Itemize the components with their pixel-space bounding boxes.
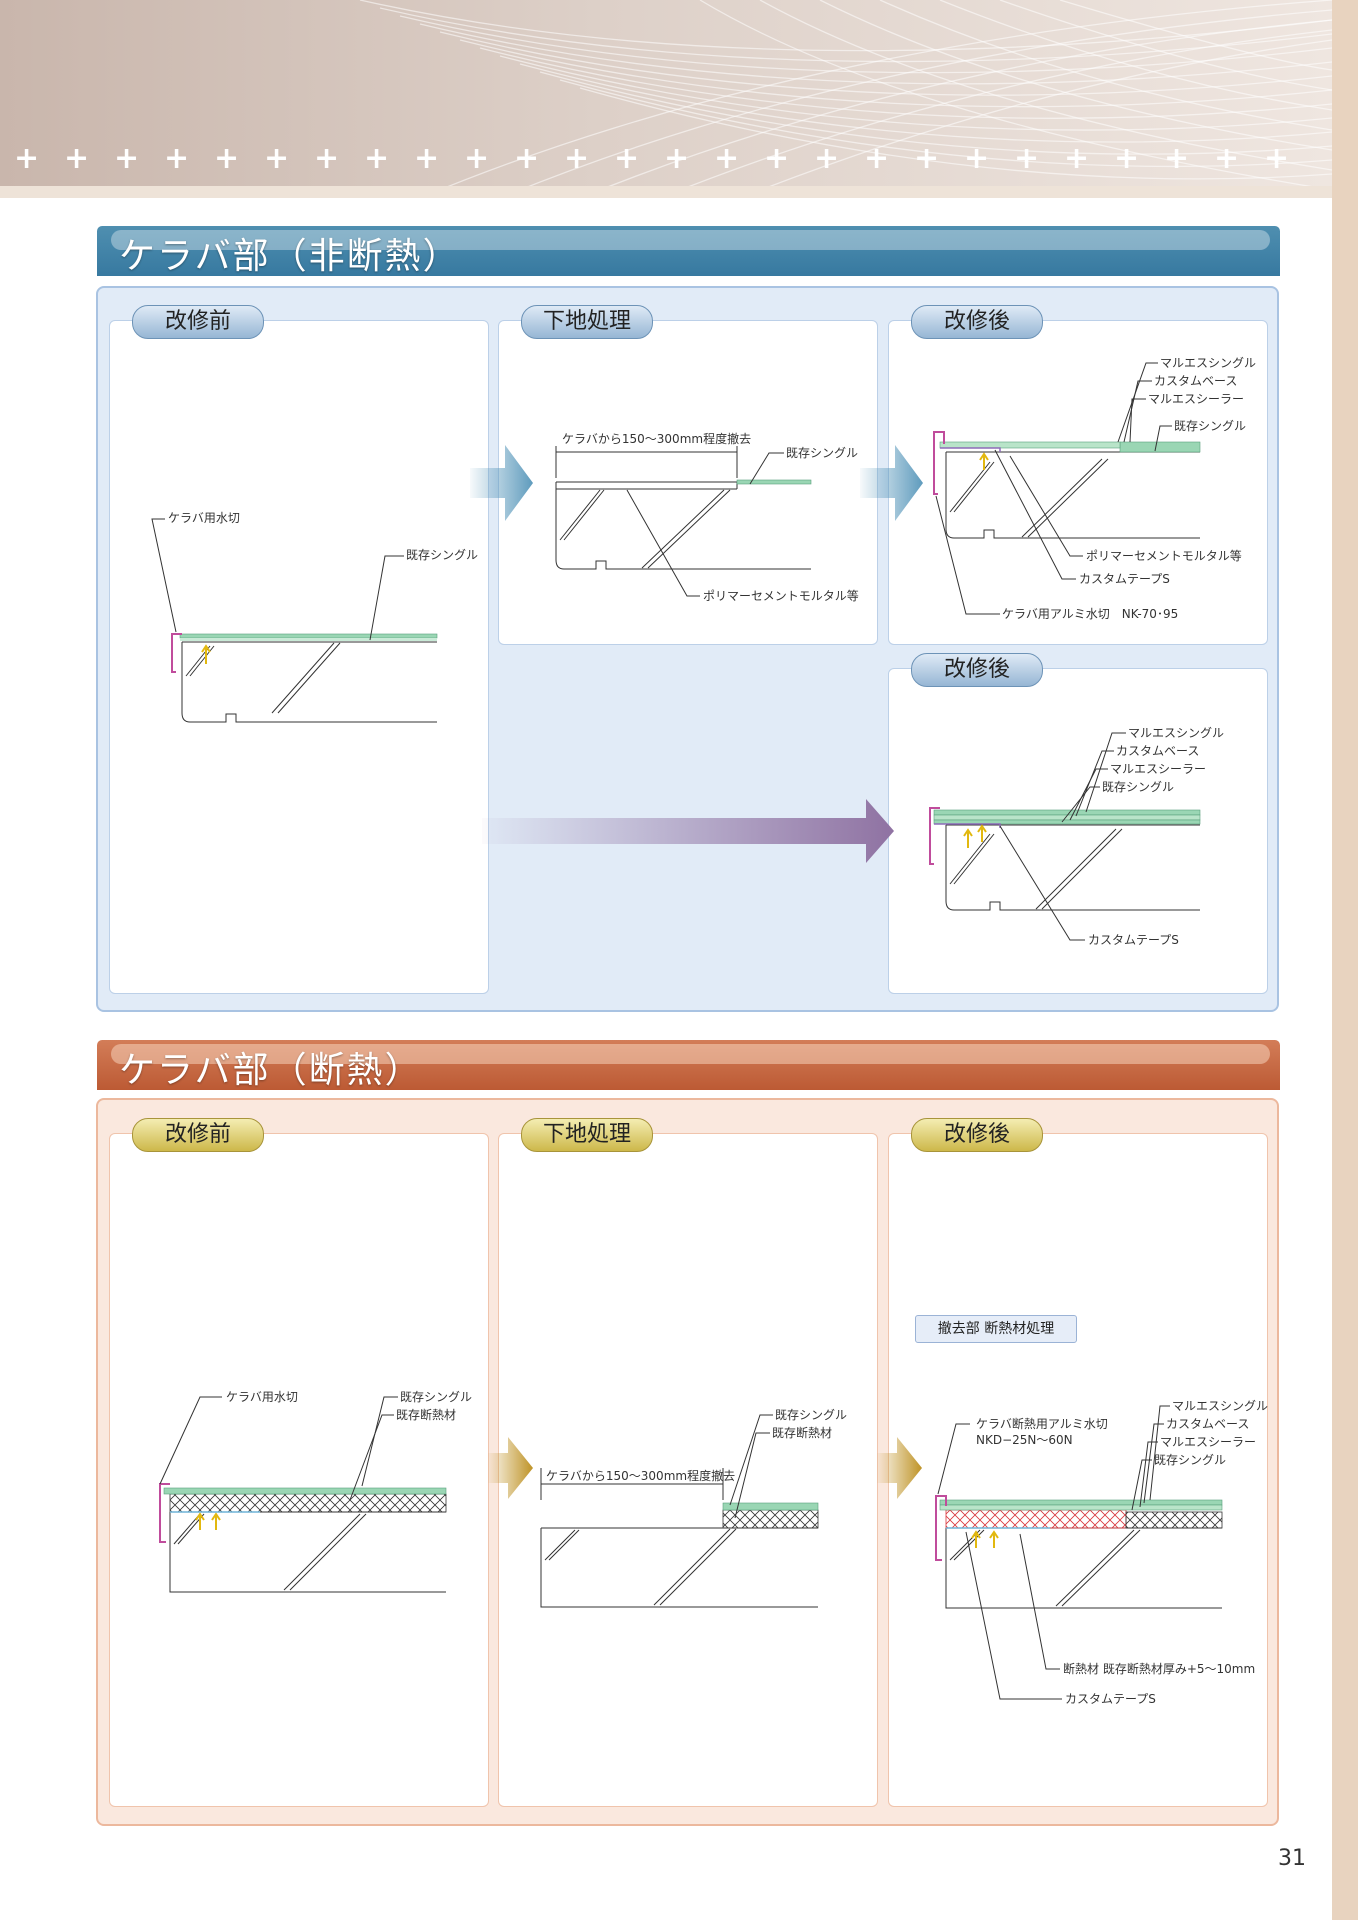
callout-label: ケラバ用水切: [226, 1390, 298, 1404]
plus-icon: +: [814, 141, 840, 176]
process-arrow: [488, 1437, 533, 1499]
drawing-before: [151, 518, 438, 723]
callout-label: 既存シングル: [786, 446, 859, 460]
stage-label: 改修後: [911, 653, 1043, 687]
right-edge-strip: [1332, 0, 1358, 1920]
callout-label: カスタムテープS: [1088, 933, 1179, 947]
plus-icon: +: [414, 141, 440, 176]
callout-label: ポリマーセメントモルタル等: [1086, 549, 1242, 563]
plus-icon: +: [664, 141, 690, 176]
title-highlight: [111, 230, 1270, 250]
stage-label: 改修前: [132, 1118, 264, 1152]
plus-icon: +: [214, 141, 240, 176]
callout-label: 既存シングル: [1154, 1453, 1227, 1467]
section-title: ケラバ部（非断熱）: [119, 236, 461, 277]
callout-label: カスタムベース: [1116, 744, 1200, 758]
plus-icon: +: [914, 141, 940, 176]
process-arrow: [482, 799, 894, 863]
callout-label: マルエスシングル: [1160, 356, 1257, 370]
callout-label: マルエスシングル: [1172, 1399, 1269, 1413]
panel-after: [888, 1133, 1268, 1807]
callout-label: NKD−25N～60N: [976, 1433, 1073, 1447]
stage-label: 改修後: [911, 305, 1043, 339]
callout-label: 既存シングル: [1174, 419, 1247, 433]
plus-icon: +: [164, 141, 190, 176]
callout-label: マルエスシーラー: [1110, 762, 1207, 776]
callout-label: マルエスシングル: [1128, 726, 1225, 740]
callout-label: ケラバ用水切: [168, 511, 240, 525]
plus-icon: +: [614, 141, 640, 176]
callout-label: 既存断熱材: [772, 1426, 833, 1440]
callout-label: マルエスシーラー: [1148, 392, 1245, 406]
callout-label: ケラバ用アルミ水切 NK-70･95: [1002, 607, 1179, 621]
drawing-after-alt: [929, 732, 1201, 941]
drawing-after-insulated: [935, 1405, 1223, 1700]
callout-label: カスタムテープS: [1079, 572, 1170, 586]
stage-label: 改修後: [911, 1118, 1043, 1152]
plus-icon: +: [514, 141, 540, 176]
plus-icon: +: [1114, 141, 1140, 176]
panel-before: [109, 1133, 489, 1807]
page-number: 31: [1278, 1846, 1306, 1871]
plus-icon: +: [14, 141, 40, 176]
callout-label: ケラバ断熱用アルミ水切: [976, 1417, 1108, 1431]
stage-label: 下地処理: [521, 1118, 653, 1152]
plus-icon: +: [1064, 141, 1090, 176]
stage-label: 改修前: [132, 305, 264, 339]
drawing-prep: [555, 446, 812, 597]
dimension-label: ケラバから150～300mm程度撤去: [546, 1469, 736, 1483]
plus-icon: +: [264, 141, 290, 176]
header-underline: [0, 186, 1332, 198]
callout-label: マルエスシーラー: [1160, 1435, 1257, 1449]
callout-label: 既存シングル: [775, 1408, 848, 1422]
dimension-label: ケラバから150～300mm程度撤去: [562, 432, 752, 446]
note-box: 撤去部 断熱材処理: [915, 1315, 1077, 1343]
page-header-band: + + + + + + + + + + + + + + + + + + + + …: [0, 0, 1332, 198]
section-title: ケラバ部（断熱）: [119, 1050, 423, 1091]
section-title-bar: ケラバ部（非断熱）: [97, 226, 1280, 277]
plus-icon: +: [714, 141, 740, 176]
callout-label: カスタムベース: [1166, 1417, 1250, 1431]
drawing-after: [933, 362, 1201, 615]
drawing-before-insulated: [159, 1396, 447, 1593]
process-arrow: [860, 445, 923, 521]
callout-label: カスタムベース: [1154, 374, 1238, 388]
stage-label: 下地処理: [521, 305, 653, 339]
plus-icon: +: [364, 141, 390, 176]
process-arrow: [877, 1437, 922, 1499]
plus-icon: +: [314, 141, 340, 176]
section-title-bar: ケラバ部（断熱）: [97, 1040, 1280, 1091]
drawing-prep-insulated: [540, 1414, 819, 1608]
plus-icon: +: [64, 141, 90, 176]
plus-icon: +: [764, 141, 790, 176]
process-arrow: [470, 445, 533, 521]
plus-icon: +: [964, 141, 990, 176]
callout-label: 既存断熱材: [396, 1408, 457, 1422]
plus-icon: +: [114, 141, 140, 176]
callout-label: 既存シングル: [406, 548, 479, 562]
callout-label: 断熱材 既存断熱材厚み+5～10mm: [1063, 1662, 1256, 1676]
callout-label: カスタムテープS: [1065, 1692, 1156, 1706]
plus-icon: +: [864, 141, 890, 176]
panel-prep: [498, 1133, 878, 1807]
callout-label: 既存シングル: [1102, 780, 1175, 794]
plus-icon: +: [1264, 141, 1290, 176]
plus-icon: +: [464, 141, 490, 176]
title-highlight: [111, 1044, 1270, 1064]
plus-icon: +: [564, 141, 590, 176]
plus-icon: +: [1214, 141, 1240, 176]
header-curve-lines: [359, 0, 1332, 198]
callout-label: ポリマーセメントモルタル等: [703, 589, 859, 603]
plus-icon: +: [1014, 141, 1040, 176]
callout-label: 既存シングル: [400, 1390, 473, 1404]
plus-icon: +: [1164, 141, 1190, 176]
